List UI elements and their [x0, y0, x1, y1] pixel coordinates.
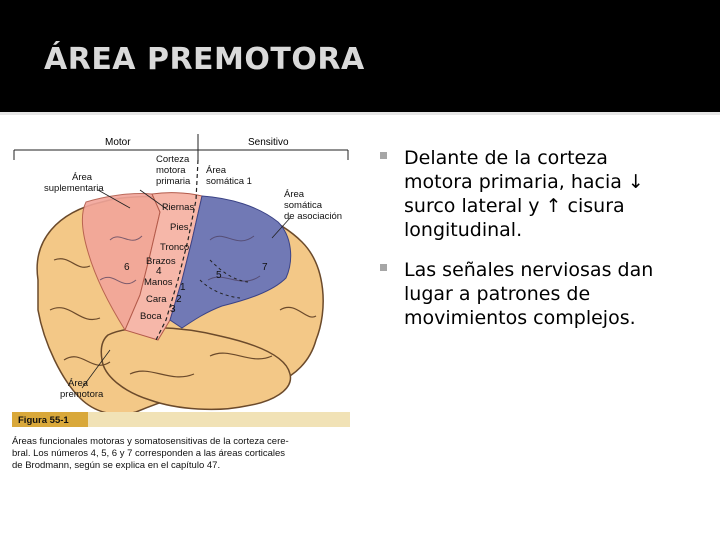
caption-line-1: Áreas funcionales motoras y somatosensit…: [12, 436, 289, 447]
caption-line-3: de Brodmann, según se explica en el capí…: [12, 460, 220, 471]
slide-title: ÁREA PREMOTORA: [44, 42, 365, 77]
brain-gyri: [49, 258, 317, 378]
number-6: 6: [124, 262, 130, 273]
temporal-lobe: [100, 326, 292, 411]
label-area-premotora-2: premotora: [60, 389, 104, 400]
label-piernas: Piernas: [162, 202, 194, 213]
central-sulcus: [155, 159, 199, 341]
label-area-supl-2: suplementaria: [44, 183, 104, 194]
label-manos: Manos: [144, 277, 173, 288]
label-area-somatica-1: Área: [206, 165, 227, 176]
figure-tag: Figura 55-1: [18, 415, 69, 426]
bullet-square-icon: [380, 152, 387, 159]
somatosensory-cortex: [169, 195, 292, 329]
title-bar: ÁREA PREMOTORA: [0, 0, 720, 112]
label-tronco: Tronco: [160, 242, 189, 253]
label-corteza-3: primaria: [156, 176, 191, 187]
bullet-text: Delante de la corteza motora primaria, h…: [404, 147, 644, 241]
figure-tag-bg: [12, 412, 88, 427]
label-cara: Cara: [146, 294, 167, 305]
label-pies: Pies: [170, 222, 189, 233]
label-area-asoc-3: de asociación: [284, 211, 342, 222]
label-corteza-1: Corteza: [156, 154, 190, 165]
caption-line-2: bral. Los números 4, 5, 6 y 7 correspond…: [12, 448, 285, 459]
label-boca: Boca: [140, 311, 162, 322]
title-divider: [0, 112, 720, 115]
bullet-item: Las señales nerviosas dan lugar a patron…: [380, 258, 680, 330]
label-brazos: Brazos: [146, 256, 176, 267]
bullet-item: Delante de la corteza motora primaria, h…: [380, 146, 680, 242]
bullet-text: Las señales nerviosas dan lugar a patron…: [404, 259, 654, 329]
label-area-premotora-1: Área: [68, 378, 89, 389]
brain-figure: Motor Sensitivo Corteza motora primaria …: [10, 130, 355, 480]
label-area-asoc-1: Área: [284, 189, 305, 200]
label-area-somatica-2: somática 1: [206, 176, 252, 187]
bullet-square-icon: [380, 264, 387, 271]
number-3: 3: [170, 304, 176, 315]
premotor-area: [81, 193, 161, 332]
brain-diagram: Motor Sensitivo Corteza motora primaria …: [12, 134, 350, 471]
label-corteza-2: motora: [156, 165, 186, 176]
bullet-list: Delante de la corteza motora primaria, h…: [380, 146, 680, 346]
figure-tag-bar: [12, 412, 350, 427]
label-area-asoc-2: somática: [284, 200, 323, 211]
number-1: 1: [180, 282, 186, 293]
label-area-supl-1: Área: [72, 172, 93, 183]
number-2: 2: [176, 294, 182, 305]
number-7: 7: [262, 262, 268, 273]
number-4: 4: [156, 266, 162, 277]
number-5: 5: [216, 270, 222, 281]
header-sensitivo: Sensitivo: [248, 137, 289, 148]
header-motor: Motor: [105, 137, 131, 148]
